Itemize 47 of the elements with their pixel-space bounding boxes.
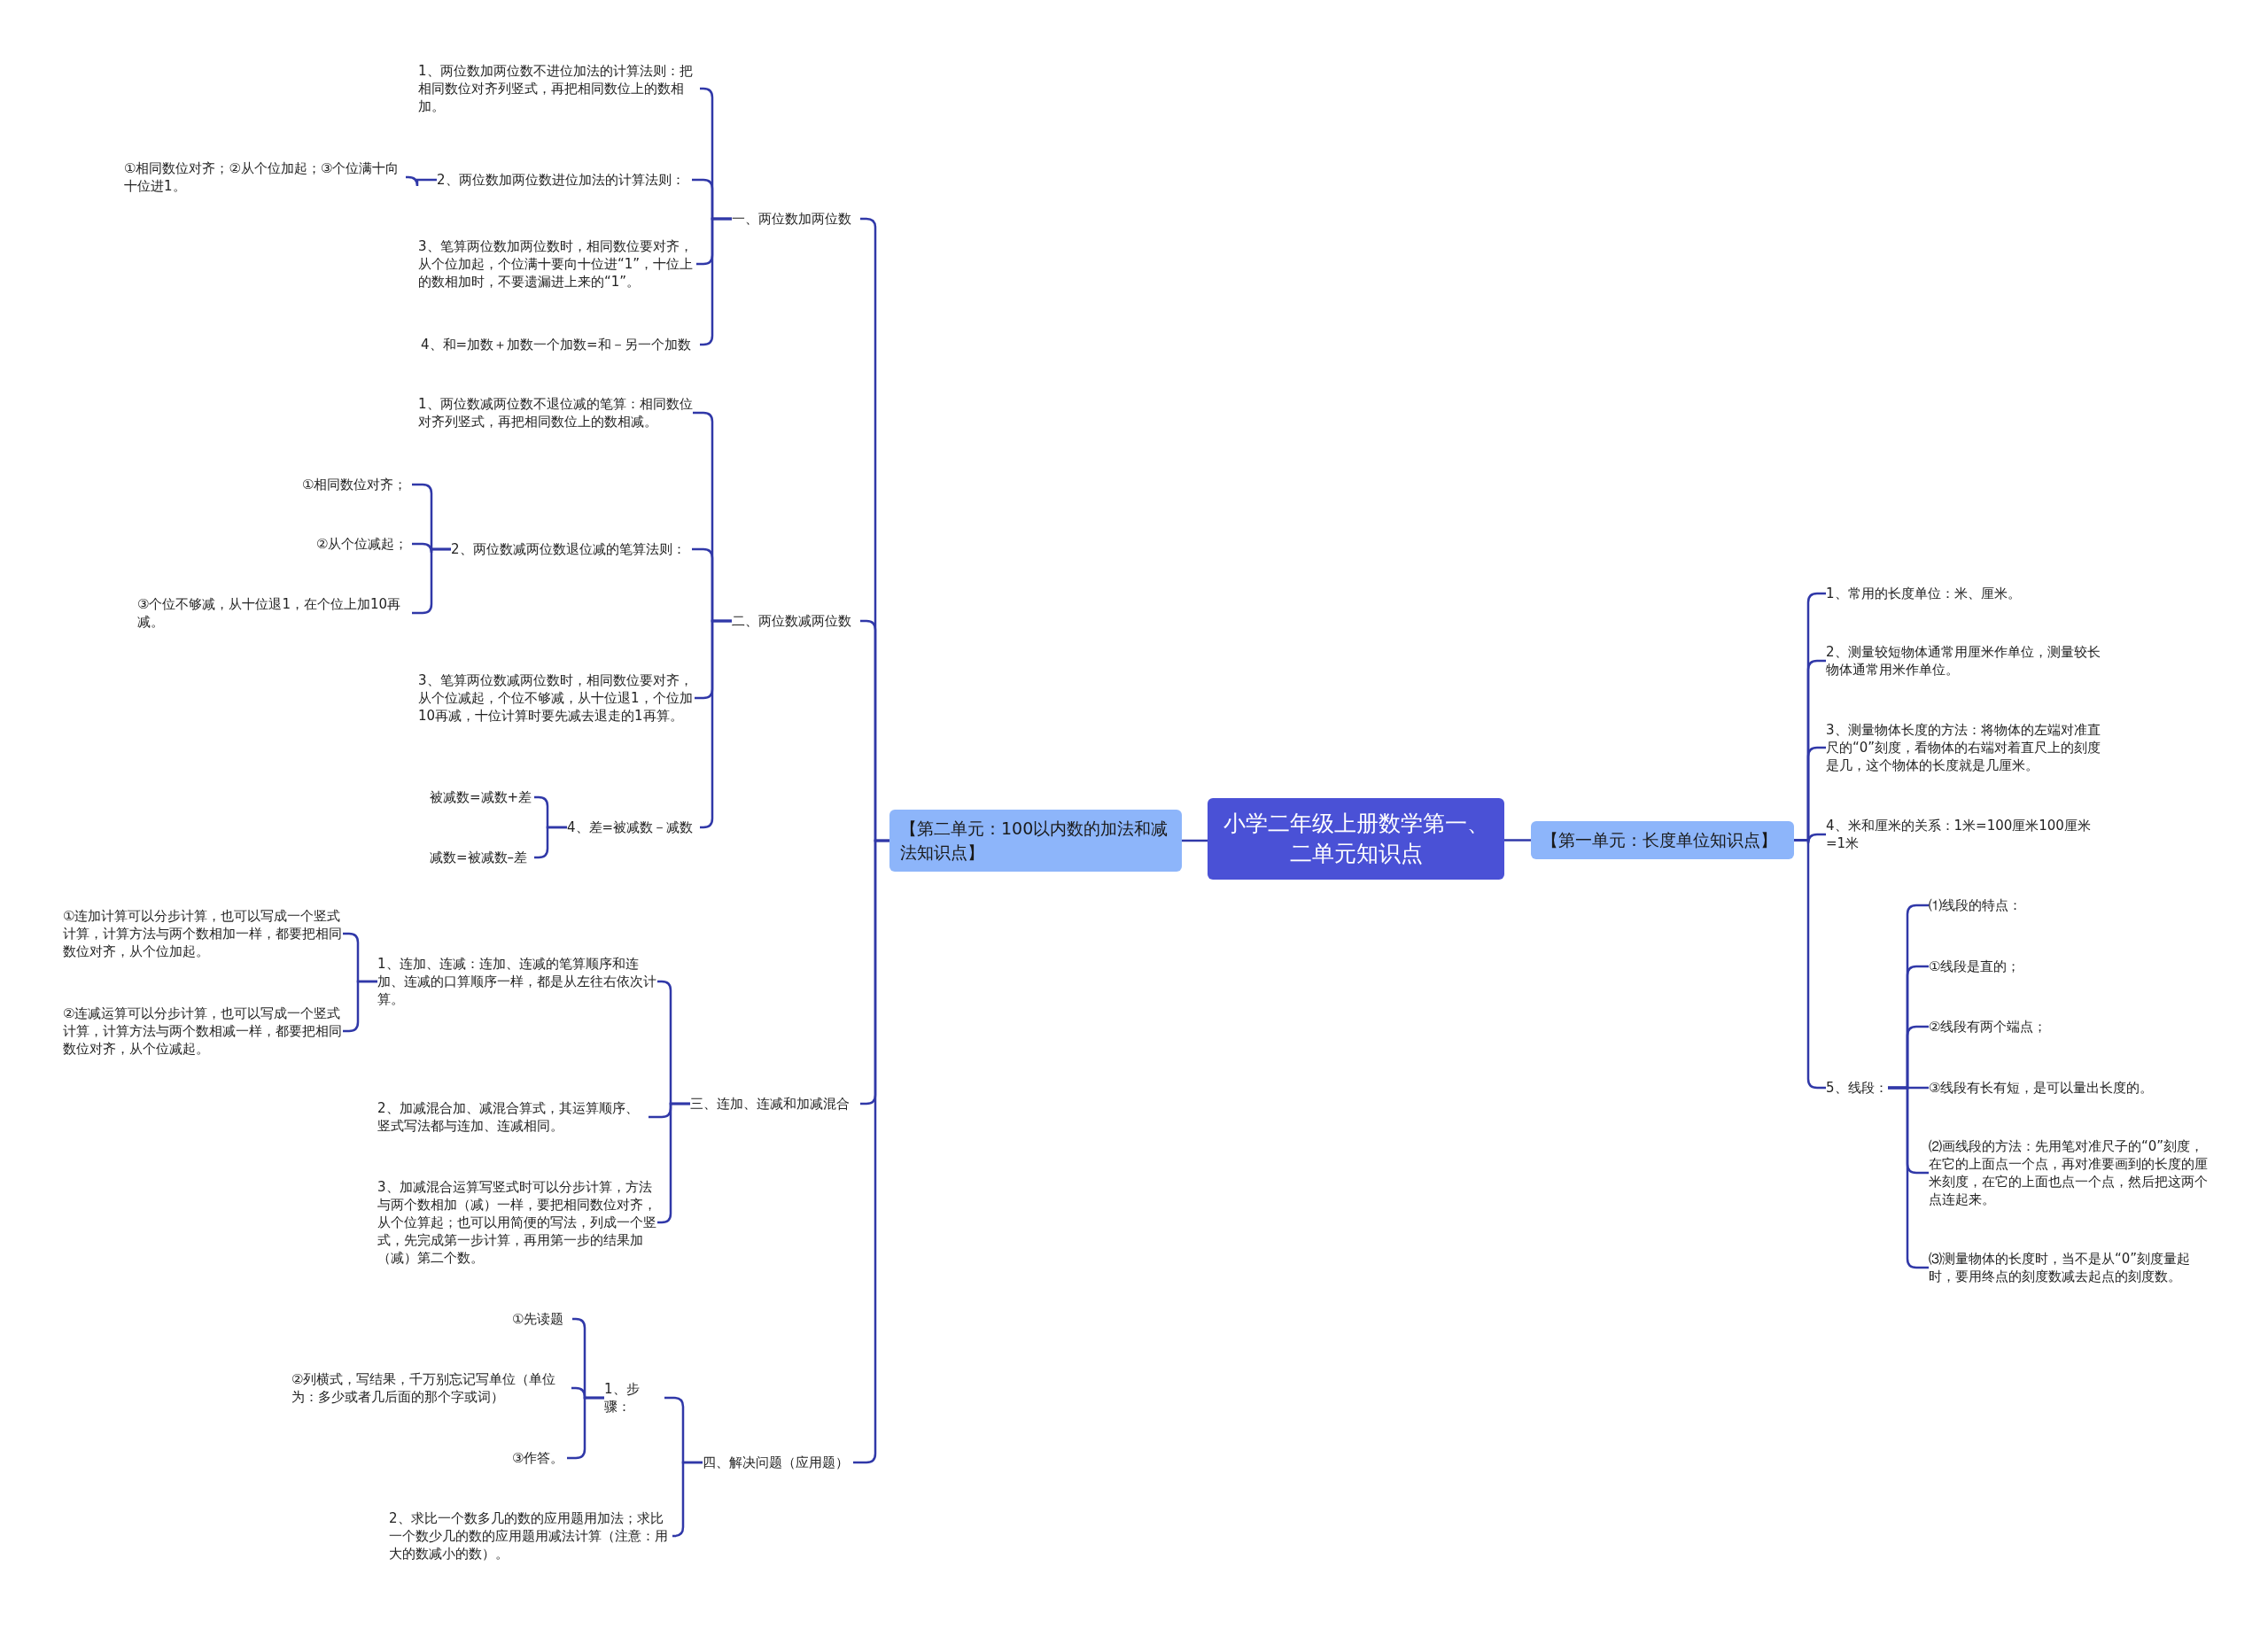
branch-text: 5、线段： [1826, 1079, 1888, 1097]
branch-text: ②列横式，写结果，千万别忘记写单位（单位为：多少或者几后面的那个字或词） [291, 1370, 571, 1406]
branch-text: 3、笔算两位数加两位数时，相同数位要对齐，从个位加起，个位满十要向十位进“1”，十位上的数相加时，不要遗漏进上来的“1”。 [418, 237, 696, 291]
branch-text: 2、加减混合加、减混合算式，其运算顺序、竖式写法都与连加、连减相同。 [377, 1099, 649, 1135]
branch-text: 1、连加、连减：连加、连减的笔算顺序和连加、连减的口算顺序一样，都是从左往右依次计算。 [377, 955, 657, 1008]
branch-text: 1、两位数加两位数不进位加法的计算法则：把相同数位对齐列竖式，再把相同数位上的数相加。 [418, 62, 700, 115]
branch-text: ②从个位减起； [316, 535, 412, 553]
branch-text: ⑵画线段的方法：先用笔对准尺子的“0”刻度，在它的上面点一个点，再对准要画到的长度的厘米刻度，在它的上面也点一个点，然后把这两个点连起来。 [1929, 1137, 2210, 1208]
branch-text: ①相同数位对齐； [302, 476, 412, 493]
branch-text: 3、测量物体长度的方法：将物体的左端对准直尺的“0”刻度，看物体的右端对着直尺上的刻度是几，这个物体的长度就是几厘米。 [1826, 721, 2102, 774]
branch-text: 4、差=被减数－减数 [567, 818, 700, 836]
branch-text: 2、测量较短物体通常用厘米作单位，测量较长物体通常用米作单位。 [1826, 643, 2102, 679]
topic-box: 【第二单元：100以内数的加法和减法知识点】 [889, 810, 1182, 872]
branch-text: ③线段有长有短，是可以量出长度的。 [1929, 1079, 2212, 1097]
branch-text: ③作答。 [512, 1449, 567, 1467]
branch-text: 减数=被减数–差 [430, 849, 534, 866]
branch-text: 3、笔算两位数减两位数时，相同数位要对齐，从个位减起，个位不够减，从十位退1，个位加10再减，十位计算时要先减去退走的1再算。 [418, 671, 695, 725]
branch-text: ②连减运算可以分步计算，也可以写成一个竖式计算，计算方法与两个数相减一样，都要把相同数位对齐，从个位减起。 [63, 1005, 343, 1058]
connector-line [534, 826, 567, 859]
connector-line [1182, 839, 1208, 842]
branch-text: ③个位不够减，从十位退1，在个位上加10再减。 [137, 595, 412, 631]
branch-text: 2、求比一个数多几的数的应用题用加法；求比一个数少几的数的应用题用减法计算（注意：用大的数减小的数）。 [389, 1509, 672, 1563]
branch-text: 四、解决问题（应用题） [703, 1454, 853, 1471]
branch-text: 被减数=减数+差 [430, 788, 534, 806]
branch-text: 1、常用的长度单位：米、厘米。 [1826, 585, 2092, 602]
branch-text: 2、两位数加两位数进位加法的计算法则： [437, 171, 692, 189]
branch-text: ⑴线段的特点： [1929, 896, 2053, 914]
topic-box: 【第一单元：长度单位知识点】 [1531, 821, 1794, 859]
branch-text: 三、连加、连减和加减混合 [690, 1095, 860, 1113]
branch-text: ②线段有两个端点； [1929, 1018, 2088, 1036]
branch-text: 1、步骤： [604, 1380, 664, 1416]
branch-text: 1、两位数减两位数不退位减的笔算：相同数位对齐列竖式，再把相同数位上的数相减。 [418, 395, 693, 431]
branch-text: ①线段是直的； [1929, 958, 2053, 975]
branch-text: 3、加减混合运算写竖式时可以分步计算，方法与两个数相加（减）一样，要把相同数位对齐，从个位算起；也可以用简便的写法，列成一个竖式，先完成第一步计算，再用第一步的结果加（减）第二个数。 [377, 1178, 657, 1267]
branch-text: ⑶测量物体的长度时，当不是从“0”刻度量起时，要用终点的刻度数减去起点的刻度数。 [1929, 1250, 2210, 1285]
central-topic-box: 小学二年级上册数学第一、二单元知识点 [1208, 798, 1504, 880]
branch-text: 2、两位数减两位数退位减的笔算法则： [451, 540, 692, 558]
branch-text: ①相同数位对齐；②从个位加起；③个位满十向十位进1。 [124, 159, 406, 195]
branch-text: 一、两位数加两位数 [732, 210, 860, 228]
branch-text: ①连加计算可以分步计算，也可以写成一个竖式计算，计算方法与两个数相加一样，都要把相同数位对齐，从个位加起。 [63, 907, 343, 960]
branch-text: 4、米和厘米的关系：1米=100厘米100厘米=1米 [1826, 817, 2106, 852]
connector-line [672, 1461, 703, 1538]
branch-text: 4、和=加数＋加数一个加数=和－另一个加数 [421, 336, 700, 353]
branch-text: 二、两位数减两位数 [732, 612, 860, 630]
connector-line [406, 175, 437, 188]
branch-text: ①先读题 [512, 1310, 572, 1328]
connector-line [1504, 839, 1531, 842]
